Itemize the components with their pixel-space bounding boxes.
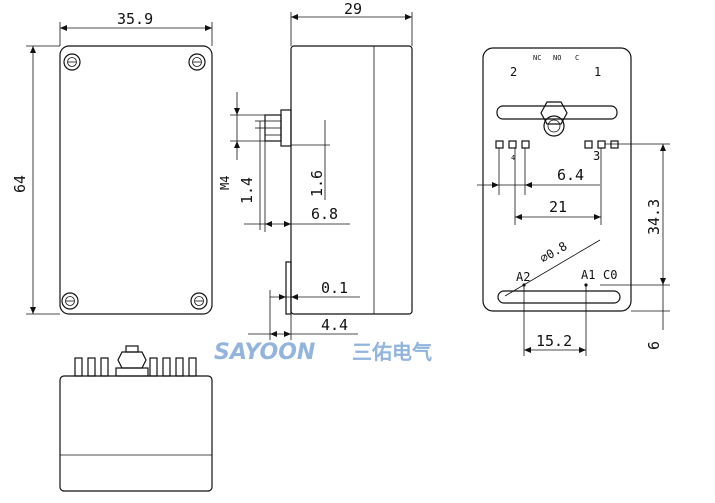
watermark-chinese: 三佑电气 [352, 340, 432, 364]
watermark-brand: SAYOON [214, 340, 315, 365]
label-c0: C0 [603, 268, 617, 282]
dimension-1-6-label: 1.6 [308, 170, 326, 197]
dimension-34-3-label: 34.3 [645, 199, 663, 235]
width-dimension-label: 35.9 [117, 10, 153, 28]
bottom-view-stud-icon [115, 345, 149, 377]
dimension-6-4-label: 6.4 [557, 166, 584, 184]
side-view: 29 M4 1.4 1.6 6.8 0.1 4.4 [218, 0, 413, 340]
contact-nc-label: NC [533, 54, 541, 62]
screw-top-left-icon [63, 53, 81, 71]
terminal-pads-right [584, 140, 619, 149]
dimension-1-4-label: 1.4 [238, 177, 256, 204]
front-view: 35.9 64 [11, 10, 213, 315]
dimension-0-8-label: ⌀0.8 [538, 239, 570, 266]
rear-view: NC NO C 2 1 4 3 6.4 [477, 47, 670, 356]
terminal-2-label: 2 [510, 65, 517, 79]
watermark: SAYOON 三佑电气 [214, 340, 432, 365]
bottom-view-housing [59, 375, 213, 492]
side-view-housing [290, 45, 413, 315]
dimension-6-label: 6 [645, 341, 663, 350]
depth-dimension-label: 29 [344, 0, 362, 18]
screw-top-right-icon [188, 53, 206, 71]
dimension-15-2-label: 15.2 [536, 332, 572, 350]
bottom-view [59, 345, 213, 492]
terminal-4-label: 4 [511, 154, 515, 162]
screw-bottom-right-icon [190, 292, 208, 310]
terminal-pads-left [495, 140, 530, 149]
rear-view-housing [482, 47, 632, 312]
adjust-slot [496, 105, 618, 120]
front-view-housing [59, 45, 213, 315]
label-a1: A1 [581, 268, 595, 282]
height-dimension-label: 64 [11, 175, 29, 193]
dimension-6-8-label: 6.8 [311, 205, 338, 223]
dimension-0-1-label: 0.1 [321, 279, 348, 297]
mounting-slot [497, 290, 621, 304]
center-nut-icon [540, 101, 568, 137]
contact-no-label: NO [553, 54, 561, 62]
dimension-4-4-label: 4.4 [321, 316, 348, 334]
label-a2: A2 [516, 270, 530, 284]
thread-dimension-label: M4 [218, 176, 232, 190]
screw-bottom-left-icon [61, 292, 79, 310]
side-view-stud-icon [264, 109, 292, 147]
contact-c-label: C [575, 54, 579, 62]
terminal-1-label: 1 [594, 65, 601, 79]
terminal-3-label: 3 [593, 149, 600, 163]
dimension-21-label: 21 [549, 198, 567, 216]
bottom-view-pins [74, 357, 197, 377]
